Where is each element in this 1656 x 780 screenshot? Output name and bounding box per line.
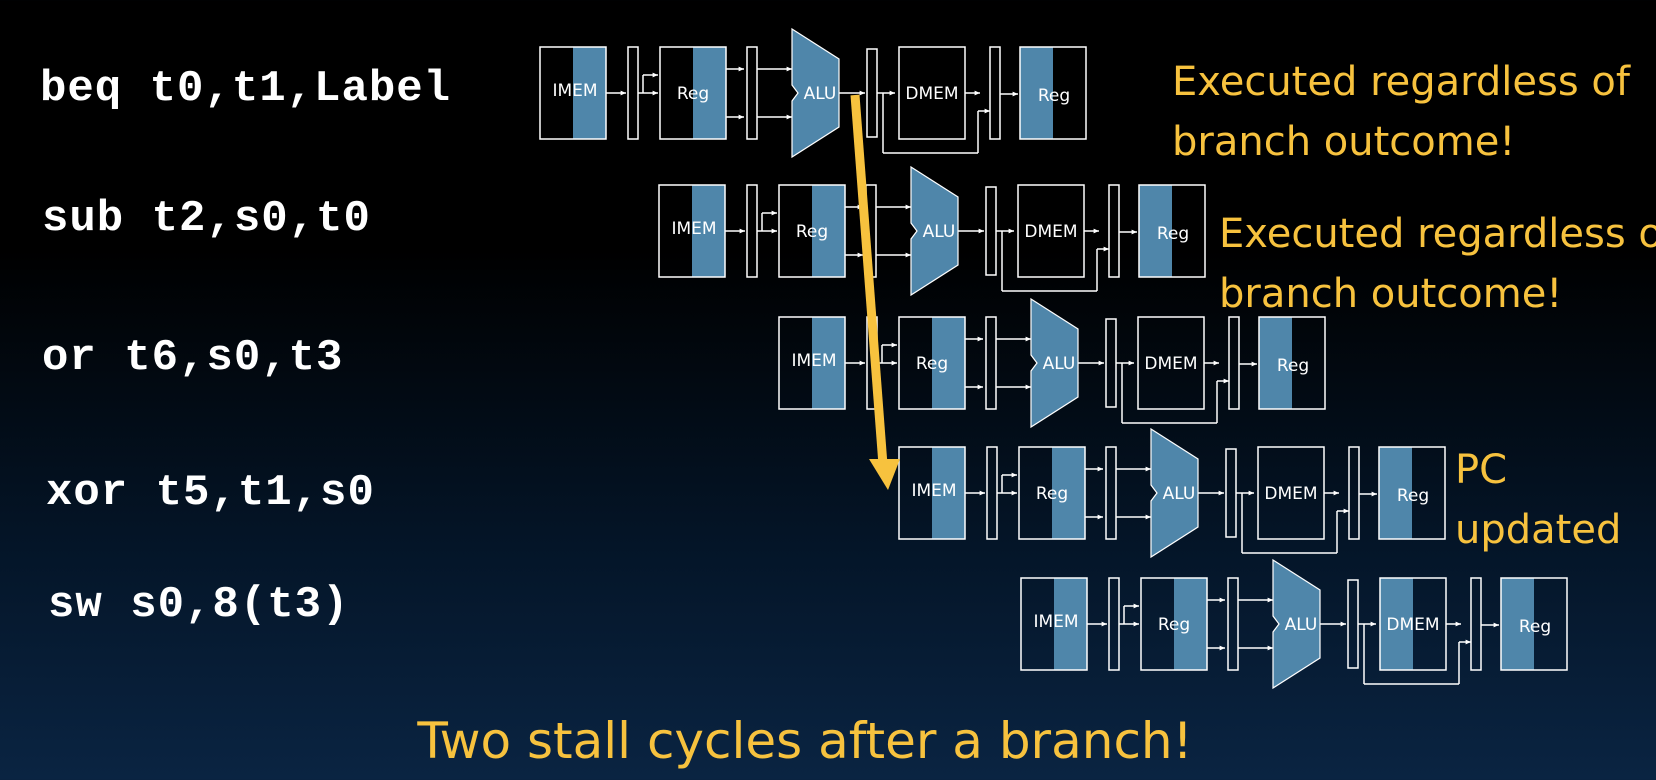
alu-block: ALU xyxy=(1150,427,1199,559)
dmem-block: DMEM xyxy=(1137,316,1205,410)
imem-label: IMEM xyxy=(791,351,836,371)
pipeline-row-beq: IMEM Reg ALU DMEM Reg xyxy=(539,27,1087,159)
pipeline-register xyxy=(1347,579,1359,669)
imem-block: IMEM xyxy=(778,316,846,410)
pipeline-register xyxy=(746,184,758,278)
dmem-block: DMEM xyxy=(1257,446,1325,540)
instruction-or: or t6,s0,t3 xyxy=(42,333,344,383)
dmem-label: DMEM xyxy=(905,84,958,104)
alu-label: ALU xyxy=(1285,615,1318,635)
reg-writeback-label: Reg xyxy=(1397,486,1429,506)
reg-writeback-block: Reg xyxy=(1258,316,1326,410)
note-executed-1-line1: Executed regardless of xyxy=(1172,59,1630,105)
dmem-block: DMEM xyxy=(898,46,966,140)
imem-label: IMEM xyxy=(671,219,716,239)
reg-label: Reg xyxy=(1036,484,1068,504)
pipeline-register xyxy=(986,446,998,540)
alu-block: ALU xyxy=(1030,297,1079,429)
alu-label: ALU xyxy=(923,222,956,242)
reg-label: Reg xyxy=(916,354,948,374)
pipeline-register xyxy=(985,186,997,276)
reg-writeback-label: Reg xyxy=(1519,617,1551,637)
pipeline-register xyxy=(866,48,878,138)
reg-writeback-block: Reg xyxy=(1138,184,1206,278)
reg-label: Reg xyxy=(677,84,709,104)
pipeline-row-or: IMEM Reg ALU DMEM Reg xyxy=(778,297,1326,429)
reg-writeback-label: Reg xyxy=(1038,86,1070,106)
alu-block: ALU xyxy=(1272,558,1321,690)
dmem-block: DMEM xyxy=(1379,577,1447,671)
reg-block: Reg xyxy=(898,316,966,410)
pipeline-register xyxy=(989,46,1001,140)
note-pc-updated-line2: updated xyxy=(1455,507,1622,553)
pipeline-register xyxy=(985,316,997,410)
dmem-label: DMEM xyxy=(1264,484,1317,504)
dmem-block: DMEM xyxy=(1017,184,1085,278)
instruction-sw: sw s0,8(t3) xyxy=(48,580,350,630)
imem-block: IMEM xyxy=(898,446,966,540)
dmem-label: DMEM xyxy=(1144,354,1197,374)
reg-writeback-label: Reg xyxy=(1157,224,1189,244)
alu-label: ALU xyxy=(1043,354,1076,374)
alu-block: ALU xyxy=(791,27,840,159)
reg-block: Reg xyxy=(778,184,846,278)
note-executed-2-line1: Executed regardless of xyxy=(1219,211,1656,257)
reg-writeback-label: Reg xyxy=(1277,356,1309,376)
pipeline-register xyxy=(1105,318,1117,408)
note-pc-updated: PC updated xyxy=(1455,440,1621,560)
reg-label: Reg xyxy=(796,222,828,242)
imem-block: IMEM xyxy=(658,184,726,278)
branch-arrow xyxy=(850,94,900,490)
pipeline-register xyxy=(1227,577,1239,671)
pipeline-row-sw: IMEM Reg ALU DMEM Reg xyxy=(1020,558,1568,690)
reg-block: Reg xyxy=(1018,446,1086,540)
alu-label: ALU xyxy=(1163,484,1196,504)
imem-label: IMEM xyxy=(552,81,597,101)
pipeline-register xyxy=(1225,448,1237,538)
note-executed-1: Executed regardless of branch outcome! xyxy=(1172,52,1630,172)
reg-block: Reg xyxy=(1140,577,1208,671)
instruction-beq: beq t0,t1,Label xyxy=(40,64,452,114)
imem-block: IMEM xyxy=(1020,577,1088,671)
caption: Two stall cycles after a branch! xyxy=(417,712,1193,770)
instruction-sub: sub t2,s0,t0 xyxy=(42,194,371,244)
imem-label: IMEM xyxy=(1033,612,1078,632)
pipeline-row-sub: IMEM Reg ALU DMEM Reg xyxy=(658,165,1206,297)
pipeline-register xyxy=(1108,184,1120,278)
pipeline-register xyxy=(1470,577,1482,671)
reg-label: Reg xyxy=(1158,615,1190,635)
reg-writeback-block: Reg xyxy=(1019,46,1087,140)
pipeline-register xyxy=(1105,446,1117,540)
reg-block: Reg xyxy=(659,46,727,140)
imem-block: IMEM xyxy=(539,46,607,140)
note-pc-updated-line1: PC xyxy=(1455,447,1508,493)
pipeline-register xyxy=(1108,577,1120,671)
instruction-xor: xor t5,t1,s0 xyxy=(46,468,375,518)
alu-block: ALU xyxy=(910,165,959,297)
alu-label: ALU xyxy=(804,84,837,104)
pipeline-register xyxy=(746,46,758,140)
reg-writeback-block: Reg xyxy=(1378,446,1446,540)
note-executed-1-line2: branch outcome! xyxy=(1172,119,1516,165)
imem-label: IMEM xyxy=(911,481,956,501)
dmem-label: DMEM xyxy=(1386,615,1439,635)
dmem-label: DMEM xyxy=(1024,222,1077,242)
note-executed-2: Executed regardless of branch outcome! xyxy=(1219,204,1656,324)
pipeline-row-xor: IMEM Reg ALU DMEM Reg xyxy=(898,427,1446,559)
pipeline-register xyxy=(1228,316,1240,410)
note-executed-2-line2: branch outcome! xyxy=(1219,271,1563,317)
reg-writeback-block: Reg xyxy=(1500,577,1568,671)
pipeline-register xyxy=(1348,446,1360,540)
pipeline-register xyxy=(627,46,639,140)
